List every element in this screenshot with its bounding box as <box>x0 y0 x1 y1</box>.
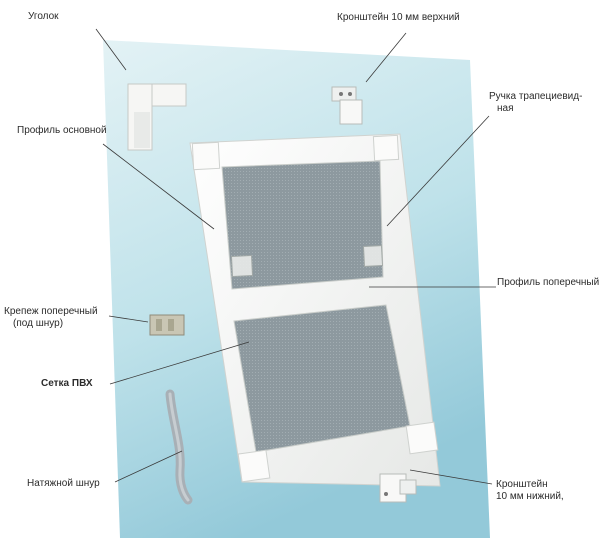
leader-mesh <box>109 341 250 385</box>
mesh-upper-panel <box>221 160 384 290</box>
label-fastener-line1: Крепеж поперечный <box>4 306 98 317</box>
frame-corner-top-right <box>372 134 400 162</box>
leader-handle <box>386 115 490 227</box>
leader-lines <box>95 28 496 485</box>
label-cord: Натяжной шнур <box>27 478 100 489</box>
leader-fastener <box>108 315 149 323</box>
label-handle-line2: ная <box>497 103 514 114</box>
corner-part <box>127 83 187 151</box>
frame-corner-bottom-left <box>237 449 271 483</box>
handle-right <box>362 245 384 267</box>
label-bracket-bottom-line1: Кронштейн <box>496 479 548 490</box>
label-corner: Уголок <box>28 11 59 22</box>
handle-left <box>230 254 254 278</box>
label-fastener-line2: (под шнур) <box>13 318 64 329</box>
label-mesh: Сетка ПВХ <box>41 378 93 389</box>
leader-bracket-top <box>365 32 407 83</box>
frame-corner-bottom-right <box>405 421 439 455</box>
leader-profile-main <box>102 143 215 230</box>
leader-cord <box>114 450 183 483</box>
bracket-top-part <box>331 86 363 125</box>
label-handle-line1: Ручка трапециевид- <box>489 91 583 102</box>
frame-corner-top-left <box>191 141 221 171</box>
label-bracket-bottom-line2: 10 мм нижний, <box>496 491 564 502</box>
leader-corner <box>95 28 127 71</box>
label-profile-cross: Профиль поперечный, <box>497 277 600 288</box>
mosquito-screen-frame <box>189 133 441 487</box>
bracket-bottom-part <box>379 473 417 503</box>
label-bracket-top: Кронштейн 10 мм верхний <box>337 12 460 23</box>
mesh-lower-panel <box>233 304 411 453</box>
fastener-part <box>149 314 185 336</box>
leader-bracket-bottom <box>409 469 493 485</box>
label-profile-main: Профиль основной <box>17 125 107 136</box>
